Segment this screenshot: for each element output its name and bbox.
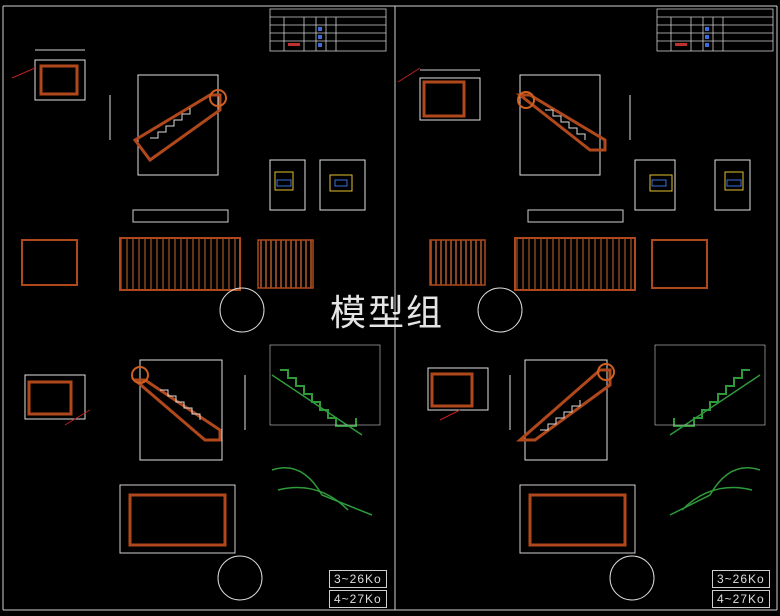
stair-section-left-top [109,74,227,176]
weight-label-left-2: 4~27Ko [329,590,387,608]
title-table-left [269,8,387,52]
stair-section-right-top [515,74,631,176]
connection-detail-right [634,159,751,211]
stair-section-left-bottom [130,359,246,461]
weight-label-right-1: 3~26Ko [712,570,770,588]
weight-label-right-2: 4~27Ko [712,590,770,608]
plan-detail-left-top [11,49,86,101]
plan-detail-right-bottom [427,367,489,421]
stair-profile-left [269,344,381,516]
elevation-row-right [429,209,708,333]
elevation-row-left [21,209,314,333]
plan-detail-right-top [397,67,481,121]
bottom-plan-left [119,484,263,601]
plan-detail-left-bottom [24,374,91,426]
connection-detail-left [269,159,366,211]
bottom-plan-right [519,484,655,601]
sheet-frames [2,5,778,611]
stair-profile-right [654,344,766,516]
stair-section-right-bottom [509,359,615,461]
watermark-text: 模型组 [330,293,445,334]
title-table-right [656,8,774,52]
weight-label-left-1: 3~26Ko [329,570,387,588]
